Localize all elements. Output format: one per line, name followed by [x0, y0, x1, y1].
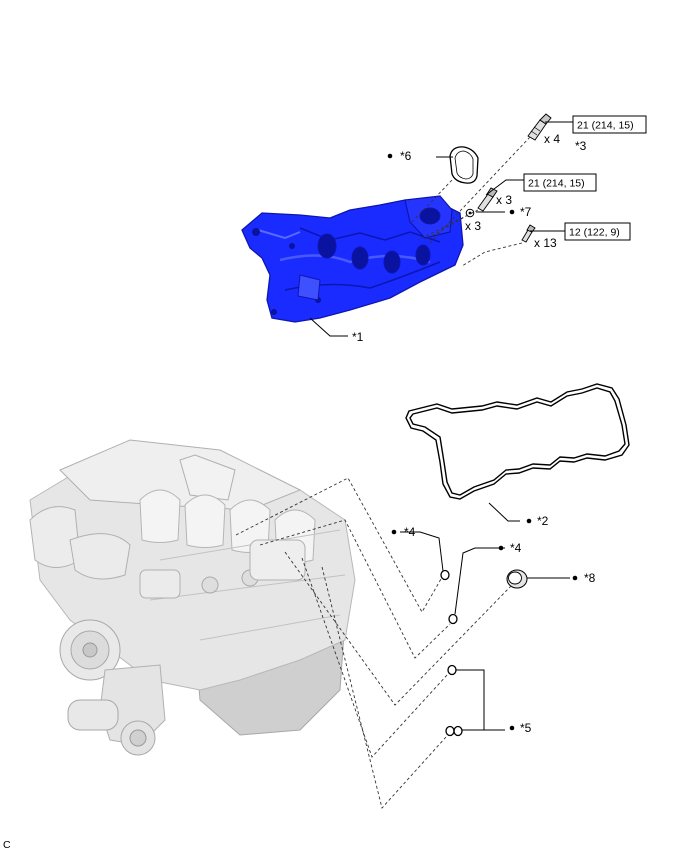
callout-5: *5 — [520, 721, 532, 735]
figure-code: C — [3, 839, 11, 851]
torque-value-3: 12 (122, 9) — [569, 227, 620, 239]
callout-7: *7 — [520, 205, 532, 219]
callout-3: *3 — [575, 139, 587, 153]
callout-1: *1 — [352, 330, 364, 344]
callout-2: *2 — [537, 514, 549, 528]
filler-gasket — [449, 146, 479, 184]
callout-4-left: *4 — [404, 525, 416, 539]
torque-box-1 — [572, 115, 647, 134]
torque-value-1: 21 (214, 15) — [577, 120, 634, 132]
bolt-part-x3 — [477, 187, 498, 212]
bolt-part-x13 — [521, 224, 536, 243]
cylinder-head-cover — [241, 195, 464, 323]
torque-box-2 — [523, 173, 597, 192]
bullet-c5 — [509, 725, 515, 731]
bullet-c2 — [526, 518, 532, 524]
o-ring-lower-b — [445, 725, 455, 737]
o-ring-upper — [440, 569, 450, 581]
bullet-c4a — [391, 529, 397, 535]
torque-value-2: 21 (214, 15) — [528, 178, 585, 190]
qty-label-3: x 3 — [465, 219, 481, 233]
oil-seal-part — [506, 569, 528, 589]
o-ring-lower-a — [447, 664, 457, 676]
callout-8: *8 — [584, 571, 596, 585]
qty-label-2: x 3 — [496, 193, 512, 207]
callout-4-right: *4 — [510, 541, 522, 555]
bullet-c6 — [387, 153, 393, 159]
torque-box-3 — [564, 222, 631, 241]
bullet-c4b — [498, 545, 504, 551]
qty-label-4: x 13 — [534, 236, 557, 250]
plug-part — [527, 113, 552, 141]
bullet-c7 — [509, 209, 515, 215]
head-cover-gasket — [405, 383, 630, 500]
bullet-c8 — [572, 575, 578, 581]
o-ring-mid — [448, 613, 458, 625]
o-ring-lower-c — [453, 725, 463, 737]
engine-block — [29, 439, 356, 756]
qty-label-1: x 4 — [544, 132, 560, 146]
callout-6: *6 — [400, 149, 412, 163]
